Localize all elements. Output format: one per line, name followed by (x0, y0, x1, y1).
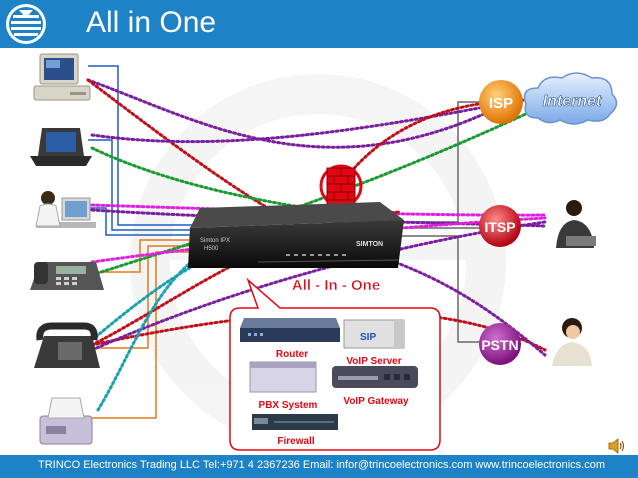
internet-label: Internet (543, 93, 602, 110)
simton-ipx-device: SIMTON Simton IPX H500 (188, 202, 404, 268)
fax-machine-icon (39, 397, 93, 445)
pstn-label: PSTN (481, 337, 518, 353)
isp-node: ISP (479, 80, 523, 124)
desk-phone-icon (30, 262, 104, 290)
person-on-phone-icon (556, 200, 596, 248)
sip-label: SIP (360, 332, 376, 343)
person-at-desk-icon (35, 191, 96, 228)
itsp-label: ITSP (484, 219, 515, 235)
footer-contact: TRINCO Electronics Trading LLC Tel:+971 … (38, 459, 606, 471)
firewall-icon (319, 164, 363, 209)
isp-label: ISP (489, 95, 513, 112)
woman-on-phone-icon (552, 318, 592, 366)
device-model-line2: H500 (204, 246, 219, 252)
header-bar: All in One (0, 0, 638, 48)
corded-phone-icon (34, 322, 100, 368)
router-label: Router (276, 349, 308, 360)
all-in-one-caption: All - In - One (292, 277, 380, 294)
desktop-computer-icon (33, 53, 91, 101)
slide-title: All in One (86, 6, 217, 39)
voip-gateway-icon (332, 366, 418, 388)
company-logo-icon (6, 4, 46, 44)
voip-server-label: VoIP Server (346, 356, 401, 367)
router-icon (240, 318, 340, 342)
voip-server-icon: SIP (343, 319, 405, 349)
firewall-appliance-icon (252, 414, 338, 430)
internet-cloud: Internet (523, 72, 618, 125)
pbx-system-label: PBX System (259, 400, 318, 411)
voip-gateway-label: VoIP Gateway (343, 396, 409, 407)
device-model-line1: Simton IPX (200, 238, 230, 244)
device-brand: SIMTON (356, 241, 383, 248)
laptop-icon (30, 128, 92, 166)
firewall-label: Firewall (277, 436, 314, 447)
pbx-system-icon (249, 361, 317, 393)
speaker-icon[interactable] (608, 438, 626, 454)
footer-bar: TRINCO Electronics Trading LLC Tel:+971 … (0, 455, 638, 478)
pstn-node: PSTN (479, 323, 521, 365)
itsp-node: ITSP (479, 205, 521, 247)
